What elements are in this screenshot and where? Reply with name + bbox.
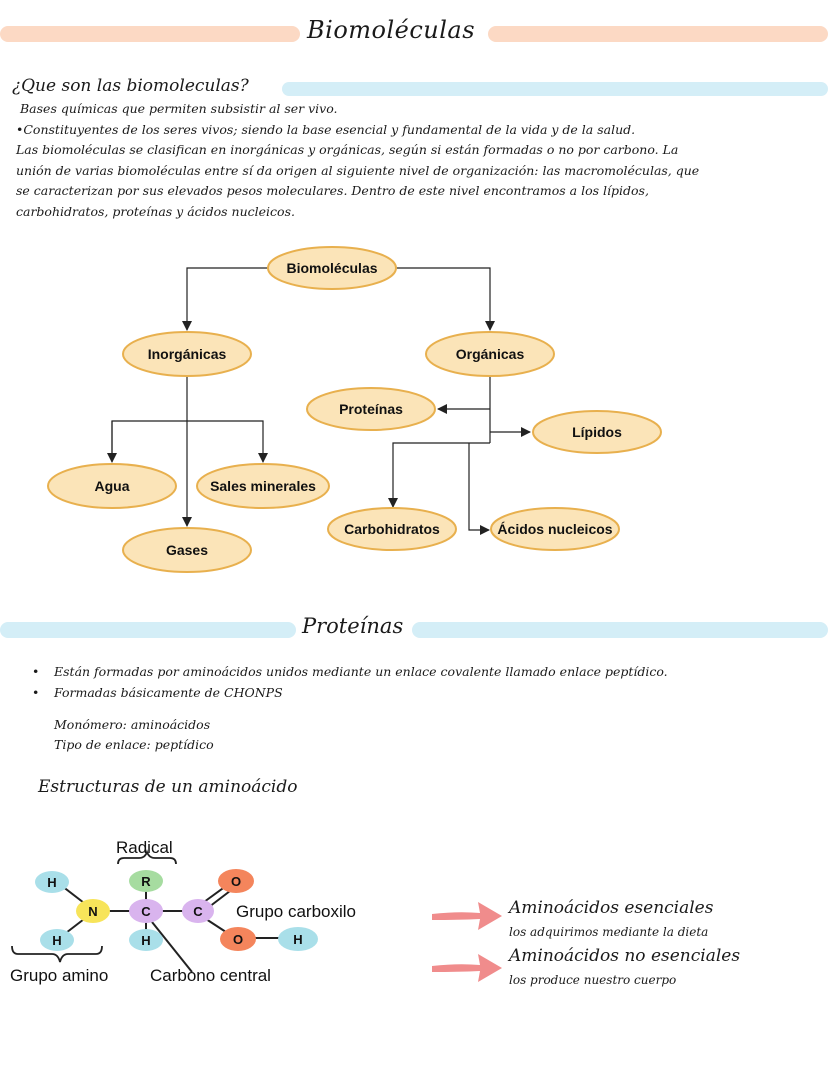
bullet-item: Formadas básicamente de CHONPS [32,683,812,704]
question-band [282,82,828,96]
amino-label: Grupo amino [10,966,108,985]
node-inorganicas: Inorgánicas [148,346,227,362]
pointer-carbono [151,921,193,973]
section-title-proteinas: Proteínas [302,614,404,638]
node-organicas: Orgánicas [456,346,525,362]
atom-label: H [52,933,61,948]
node-acidos: Ácidos nucleicos [497,521,612,537]
atom-o-top [218,869,254,893]
atom-label: H [141,933,150,948]
atom-label: C [141,904,151,919]
atom-label: R [141,874,151,889]
atom-label: N [88,904,97,919]
no-esenciales-desc: los produce nuestro cuerpo [509,973,677,987]
atom-label: O [233,932,243,947]
node-gases: Gases [166,542,208,558]
atom-r [129,870,163,892]
carbono-label: Carbono central [150,966,271,985]
atom-c-carboxyl [182,899,214,923]
atom-o-bottom [220,927,256,951]
connector-root-inorganicas [182,267,268,331]
node-sales-shape [196,463,330,509]
monomero-text: Monómero: aminoácidos [54,717,211,732]
connector-acidos [468,443,490,535]
proteinas-bullets: Están formadas por aminoácidos unidos me… [32,662,812,703]
esenciales-title: Aminoácidos esenciales [509,898,714,918]
amino-acid-structure: H H N R C H C O O H Radical Grupo carbox… [10,838,356,985]
node-lipidos-shape [532,410,662,454]
node-carbohidratos: Carbohidratos [344,521,440,537]
proteinas-band-right [412,622,828,638]
esenciales-desc: los adquirimos mediante la dieta [509,925,709,939]
intro-text: Bases químicas que permiten subsistir al… [16,99,816,222]
node-gases-shape [122,527,252,573]
atom-n [76,899,110,923]
atom-label: O [231,874,241,889]
title-band-right [488,26,828,42]
biomolecule-diagram: Biomoléculas Inorgánicas Orgánicas Prote… [47,246,662,573]
atom-h-top-left [35,871,69,893]
connector-root-organicas [396,267,495,331]
node-proteinas-shape [306,387,436,431]
radical-label: Radical [116,838,173,857]
atom-label: C [193,904,203,919]
section-question: ¿Que son las biomoleculas? [12,76,249,96]
node-acidos-shape [490,507,620,551]
no-esenciales-title: Aminoácidos no esenciales [509,946,741,966]
estructuras-title: Estructuras de un aminoácido [38,777,298,797]
enlace-text: Tipo de enlace: peptídico [54,737,214,752]
node-biomoleculas-shape [267,246,397,290]
title-band-left [0,26,300,42]
node-sales: Sales minerales [210,478,316,494]
node-lipidos: Lípidos [572,424,622,440]
intro-line: •Constituyentes de los seres vivos; sien… [16,121,636,137]
bond-c-o-double-b [208,890,231,908]
node-inorganicas-shape [122,331,252,377]
radical-brace [117,849,177,865]
atom-c-central [129,899,163,923]
intro-line: se caracterizan por sus elevados pesos m… [16,183,649,198]
intro-line: Bases químicas que permiten subsistir al… [20,101,338,116]
proteinas-band-left [0,622,296,638]
carboxilo-label: Grupo carboxilo [236,902,356,921]
node-carbohidratos-shape [327,507,457,551]
atom-h-bottom-left [40,929,74,951]
node-organicas-shape [425,331,555,377]
connector-sales [187,420,268,463]
node-agua-shape [47,463,177,509]
pink-arrow-2 [432,954,502,982]
page-title: Biomoléculas [307,16,476,44]
amino-brace [11,945,103,963]
intro-line: Las biomoléculas se clasifican en inorgá… [16,142,679,157]
bullet-item: Están formadas por aminoácidos unidos me… [32,662,812,683]
intro-line: carbohidratos, proteínas y ácidos nuclei… [16,203,295,219]
connector-agua-sales [111,420,187,461]
atom-label: H [293,932,302,947]
intro-line: unión de varias biomoléculas entre sí da… [16,162,700,178]
node-agua: Agua [95,478,130,494]
atom-h-right [278,927,318,951]
atom-h-bottom [129,929,163,951]
node-biomoleculas: Biomoléculas [286,260,377,276]
atom-label: H [47,875,56,890]
node-proteinas: Proteínas [339,401,403,417]
pink-arrow-1 [432,902,502,930]
connector-carbohidratos [388,442,490,508]
